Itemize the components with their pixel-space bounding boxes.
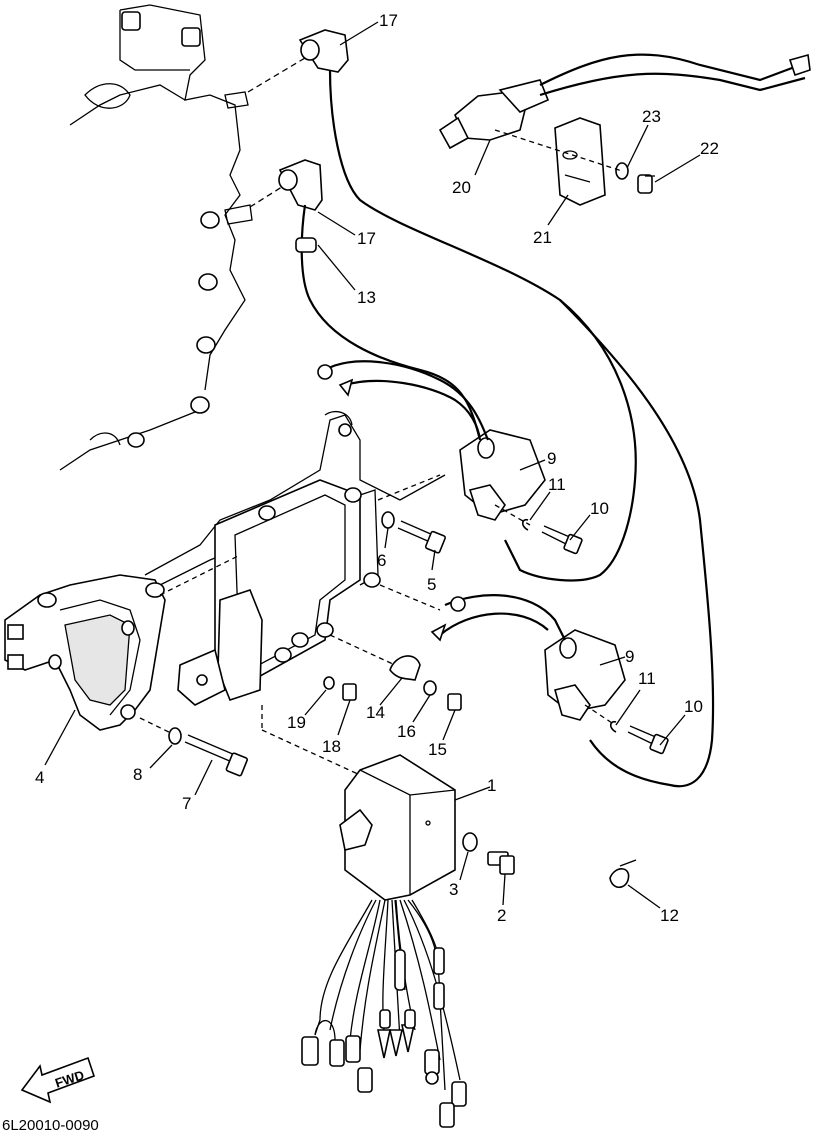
grommet (295, 237, 317, 253)
callout-1: 1 (487, 776, 496, 795)
callout-10b: 10 (684, 697, 703, 716)
callout-17b: 17 (357, 229, 376, 248)
callout-21: 21 (533, 228, 552, 247)
callout-9b: 9 (625, 647, 634, 666)
ignition-coil-lower (430, 594, 626, 721)
ht-lead-lower (559, 299, 715, 788)
callout-18: 18 (322, 737, 341, 756)
screw-18 (342, 683, 357, 701)
callout-16: 16 (397, 722, 416, 741)
washer-23 (615, 162, 629, 180)
callout-17a: 17 (379, 11, 398, 30)
engine-block-outline (59, 4, 311, 471)
bolt-10-upper (541, 525, 583, 555)
washer-3 (462, 832, 478, 852)
bolt-5 (397, 520, 446, 554)
spark-plug-cap-upper (298, 29, 637, 582)
callout-14: 14 (366, 703, 385, 722)
callout-3: 3 (449, 880, 458, 899)
callout-13: 13 (357, 288, 376, 307)
callout-19: 19 (287, 713, 306, 732)
washer-11-upper (521, 518, 529, 531)
washer-11-lower (609, 720, 617, 733)
callout-11a: 11 (548, 475, 566, 494)
washer-19 (323, 676, 335, 690)
callout-6: 6 (377, 551, 386, 570)
leader-lines (44, 21, 701, 909)
washer-8 (168, 727, 182, 745)
callout-11b: 11 (638, 669, 656, 688)
drawing-code: 6L20010-0090 (2, 1117, 99, 1134)
screw-22 (637, 174, 655, 194)
callout-12: 12 (660, 906, 679, 925)
bracket-4 (4, 574, 166, 731)
bolt-7 (184, 734, 248, 777)
wire-harness (301, 899, 467, 1128)
screw-15 (447, 693, 462, 711)
clip-12 (609, 868, 630, 889)
clamp-14 (389, 655, 421, 681)
callout-8: 8 (133, 765, 142, 784)
callout-22: 22 (700, 139, 719, 158)
callout-7: 7 (182, 794, 191, 813)
thermo-bracket (554, 117, 606, 206)
callout-20: 20 (452, 178, 471, 197)
callout-labels: 17 17 13 23 22 20 21 9 11 10 6 5 9 11 10… (35, 11, 719, 925)
washer-6 (381, 511, 395, 529)
callout-10a: 10 (590, 499, 609, 518)
ignition-coil-upper (317, 360, 546, 521)
washer-16 (423, 680, 437, 696)
cdi-housing (177, 479, 381, 706)
callout-4: 4 (35, 768, 44, 787)
callout-23: 23 (642, 107, 661, 126)
callout-9a: 9 (547, 449, 556, 468)
callout-5: 5 (427, 575, 436, 594)
screw-2 (487, 851, 515, 875)
thermo-switch (438, 53, 811, 150)
cdi-unit (339, 754, 456, 901)
callout-2: 2 (497, 906, 506, 925)
fwd-arrow: FWD (20, 1056, 96, 1104)
bolt-10-lower (627, 725, 669, 755)
callout-15: 15 (428, 740, 447, 759)
